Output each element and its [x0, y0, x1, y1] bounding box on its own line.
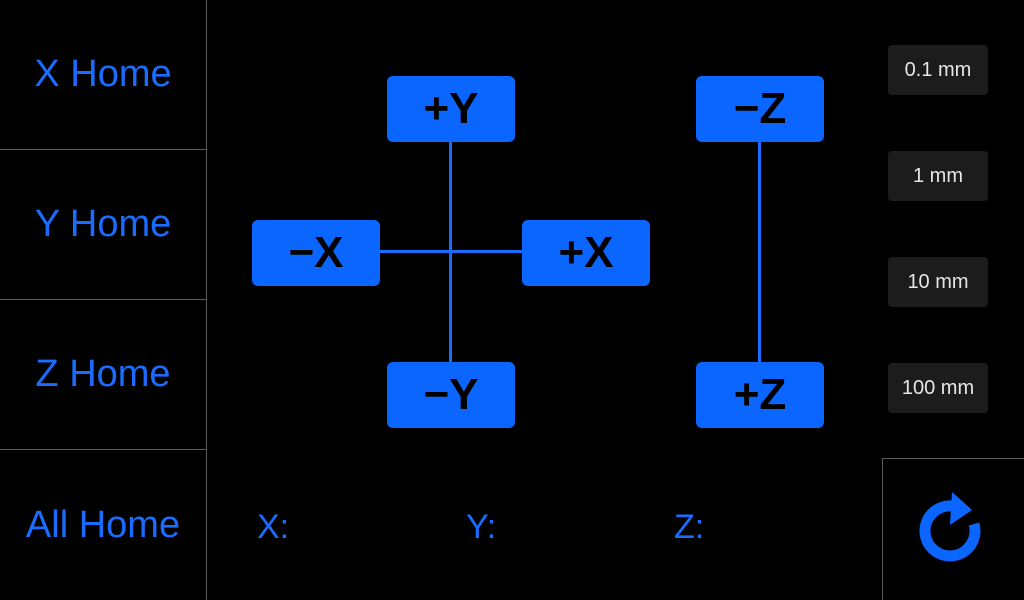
z-position-label: Z:: [674, 508, 705, 546]
jog-plus-z-button[interactable]: +Z: [696, 362, 824, 428]
step-1mm-button[interactable]: 1 mm: [888, 151, 988, 201]
step-10mm-button[interactable]: 10 mm: [888, 257, 988, 307]
step-100mm-button[interactable]: 100 mm: [888, 363, 988, 413]
refresh-icon: [918, 491, 980, 561]
refresh-button[interactable]: [882, 458, 1024, 600]
z-axis-line: [758, 108, 761, 396]
y-home-button[interactable]: Y Home: [0, 150, 206, 300]
x-axis-line: [316, 250, 586, 253]
jog-plus-x-button[interactable]: +X: [522, 220, 650, 286]
y-position-label: Y:: [466, 508, 497, 546]
x-home-button[interactable]: X Home: [0, 0, 206, 150]
jog-minus-z-button[interactable]: −Z: [696, 76, 824, 142]
jog-minus-x-button[interactable]: −X: [252, 220, 380, 286]
step-0-1mm-button[interactable]: 0.1 mm: [888, 45, 988, 95]
x-position-label: X:: [257, 508, 290, 546]
jog-plus-y-button[interactable]: +Y: [387, 76, 515, 142]
z-home-button[interactable]: Z Home: [0, 300, 206, 450]
jog-minus-y-button[interactable]: −Y: [387, 362, 515, 428]
home-panel: X Home Y Home Z Home All Home: [0, 0, 207, 600]
all-home-button[interactable]: All Home: [25, 503, 181, 546]
